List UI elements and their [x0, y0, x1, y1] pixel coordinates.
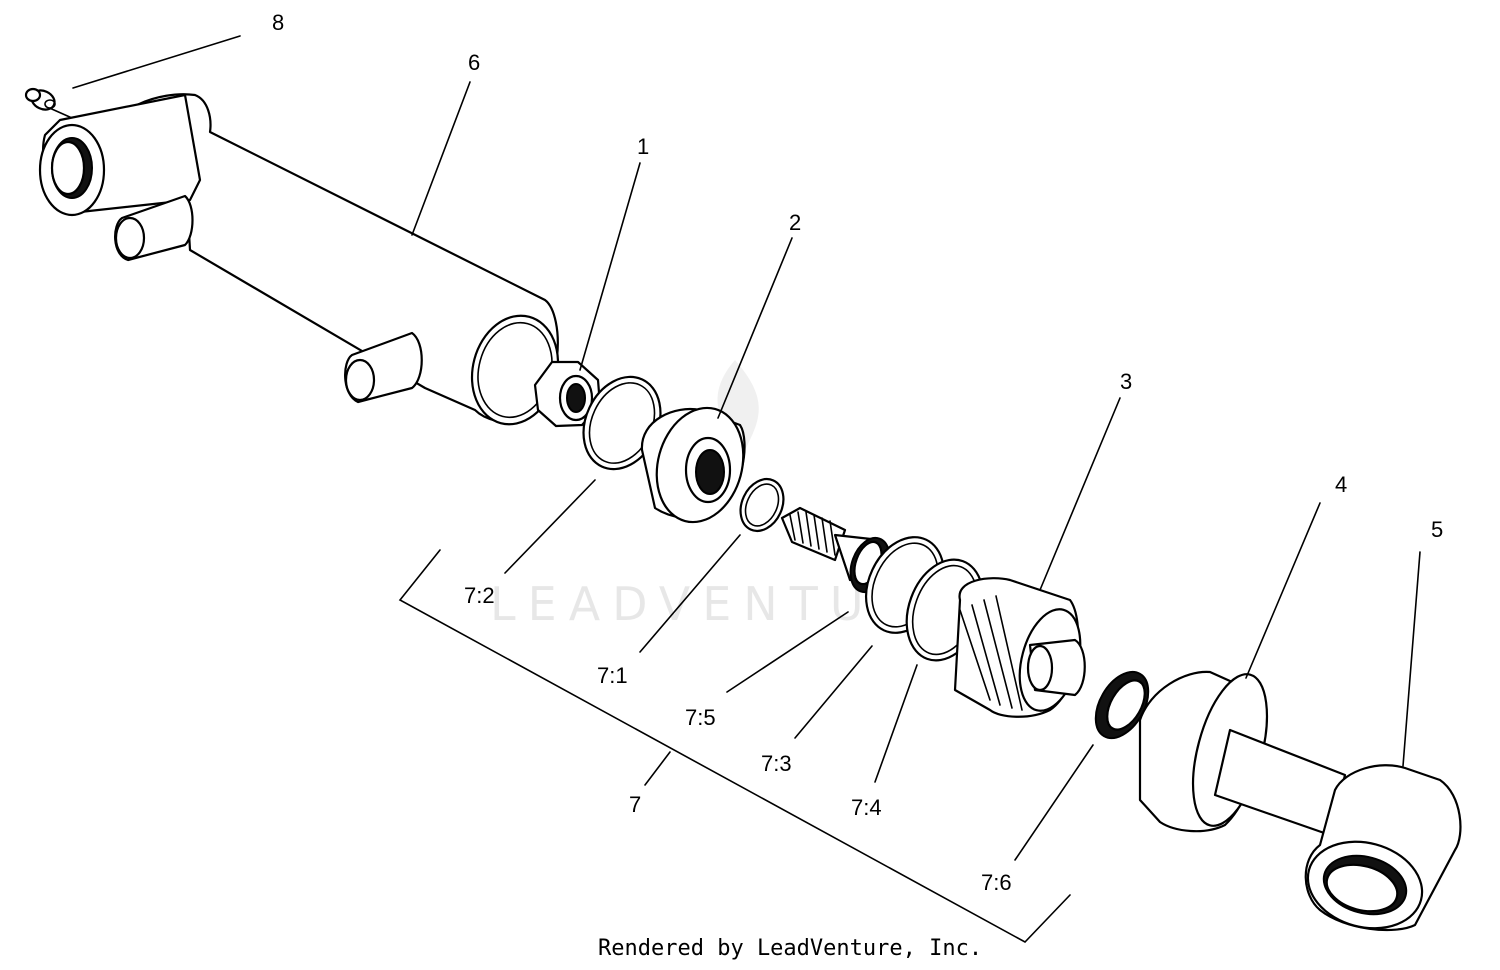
leader-lines: [72, 35, 1421, 861]
label-4: 4: [1335, 472, 1347, 497]
label-1: 1: [637, 134, 649, 159]
part-6-cylinder-barrel[interactable]: [38, 93, 570, 434]
part-4-rod[interactable]: [1138, 666, 1347, 837]
label-7-5: 7:5: [685, 705, 716, 730]
part-2-gland[interactable]: [640, 398, 756, 532]
label-7: 7: [629, 792, 641, 817]
label-7-6: 7:6: [981, 870, 1012, 895]
label-7-1: 7:1: [597, 663, 628, 688]
part-1-nut[interactable]: [533, 360, 602, 428]
label-6: 6: [468, 50, 480, 75]
label-7-4: 7:4: [851, 795, 882, 820]
label-8: 8: [272, 10, 284, 35]
label-5: 5: [1431, 517, 1443, 542]
label-2: 2: [789, 210, 801, 235]
part-5-rod-eye[interactable]: [1298, 764, 1462, 940]
part-8-grease-fitting[interactable]: [24, 87, 73, 119]
part-7-6-seal[interactable]: [1085, 663, 1159, 747]
credit-text: Rendered by LeadVenture, Inc.: [598, 936, 982, 961]
label-7-2: 7:2: [464, 583, 495, 608]
label-3: 3: [1120, 369, 1132, 394]
part-7-bracket: [398, 549, 1071, 943]
part-labels: 8 6 1 2 3 4 5 7:2 7:1 7:5 7:3 7:4 7:6 7: [272, 10, 1443, 895]
label-7-3: 7:3: [761, 751, 792, 776]
part-7-1-o-ring[interactable]: [732, 472, 791, 538]
part-3-piston-assembly[interactable]: [780, 506, 1091, 718]
